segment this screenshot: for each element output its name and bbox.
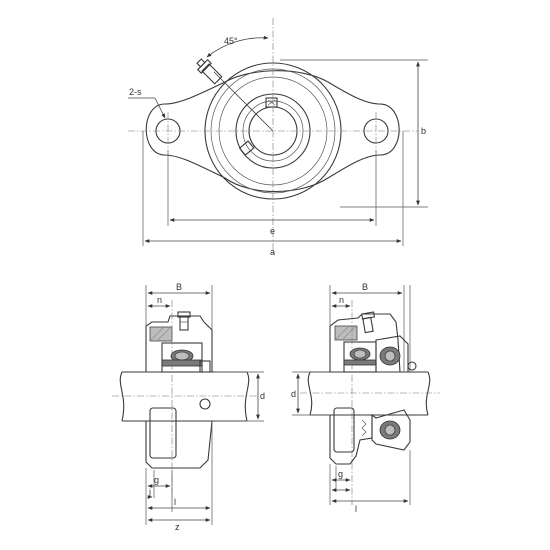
end-cover-upper <box>375 335 409 373</box>
dim-d-label-left: d <box>260 391 265 401</box>
grease-nipple-icon <box>177 311 191 331</box>
angle-label: 45° <box>224 36 238 46</box>
dim-n-label-left: n <box>157 295 162 305</box>
grease-nipple-icon <box>361 311 376 334</box>
grease-nipple-icon <box>196 58 223 85</box>
shaft-right <box>310 371 428 416</box>
dim-e-label: e <box>270 226 275 236</box>
dim-d-label-right: d <box>291 389 296 399</box>
shaft-left <box>122 371 247 422</box>
housing-upper-left <box>145 315 213 372</box>
angle-dimension <box>206 35 269 58</box>
dim-g-label-left: g <box>154 475 159 485</box>
bolt-holes-label: 2-s <box>129 87 142 97</box>
dim-a-label: a <box>270 247 275 257</box>
dim-l-label-left: l <box>174 497 176 507</box>
set-screw-lower <box>238 140 255 156</box>
section-view-left: d B n g j l z <box>112 282 265 532</box>
dim-z-label-left: z <box>175 522 180 532</box>
dim-j-label-left: j <box>148 487 151 497</box>
housing-lower-left <box>145 420 213 469</box>
top-view: 45° 2-s b e a <box>128 18 428 257</box>
end-cover-lower <box>371 409 411 451</box>
housing-lower-right <box>329 415 373 465</box>
dim-g-label-right: g <box>338 469 343 479</box>
section-view-right: d B n g l <box>291 282 440 514</box>
insert-bearing-left <box>161 342 203 373</box>
dim-b-label: b <box>421 126 426 136</box>
set-screw-top <box>265 97 278 108</box>
dim-B-label-right: B <box>362 282 368 292</box>
flange-outline <box>145 70 400 192</box>
set-screw-lower-left <box>199 398 211 410</box>
dim-l-label-right: l <box>355 504 357 514</box>
dim-B-label-left: B <box>176 282 182 292</box>
locking-screw-left <box>199 360 211 373</box>
dim-n-label-right: n <box>339 295 344 305</box>
